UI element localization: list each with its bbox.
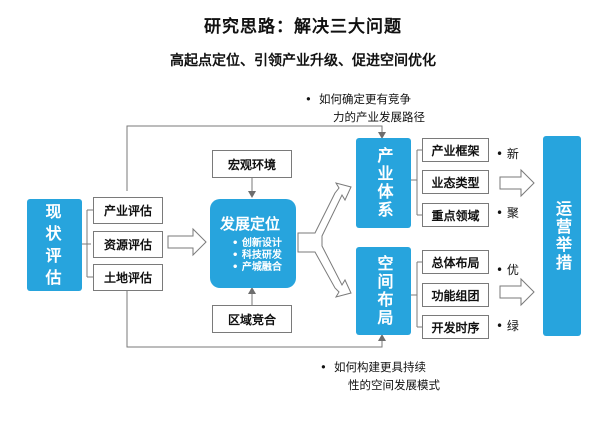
box-label: 产业框架	[431, 143, 480, 158]
principle-item: • 绿	[496, 317, 519, 334]
macro-environment-box: 宏观环境	[212, 150, 292, 178]
principle-item: • 聚	[496, 204, 519, 221]
industry-system-block: 产业体系	[356, 138, 411, 228]
box-label: 宏观环境	[227, 157, 276, 172]
box-label: 业态类型	[431, 175, 480, 190]
note-line: 如何构建更具持续	[334, 360, 426, 374]
spatial-layout-block: 空间布局	[356, 247, 411, 335]
principle-label: 聚	[506, 206, 519, 220]
principle-label: 绿	[506, 319, 519, 333]
box-label: 开发时序	[431, 320, 480, 335]
box-label: 功能组团	[431, 288, 480, 303]
bullet-icon: •	[496, 147, 504, 161]
box-label: 总体布局	[431, 255, 480, 270]
core-item-label: 产城融合	[241, 262, 282, 273]
page-title: 研究思路：解决三大问题	[204, 17, 402, 37]
bullet-icon: •	[232, 262, 239, 273]
bullet-icon: •	[320, 360, 327, 374]
note-line: 力的产业发展路径	[333, 110, 425, 124]
operation-measures-block: 运营举措	[543, 136, 581, 336]
development-sequence-box: 开发时序	[422, 315, 489, 339]
industry-framework-box: 产业框架	[422, 138, 489, 162]
bullet-icon: •	[496, 206, 504, 220]
page-subtitle: 高起点定位、引领产业升级、促进空间优化	[170, 53, 436, 69]
functional-cluster-box: 功能组团	[422, 283, 489, 307]
note-line: 如何确定更有竞争	[319, 92, 411, 106]
status-assessment-block: 现状评估	[27, 199, 82, 291]
industry-evaluation-box: 产业评估	[93, 197, 163, 224]
core-item-label: 创新设计	[241, 238, 282, 249]
box-label: 土地评估	[103, 271, 152, 285]
top-question-note: • 如何确定更有竞争 力的产业发展路径	[305, 90, 425, 126]
development-positioning-label: 发展定位	[220, 215, 281, 233]
core-item: • 产城融合	[232, 262, 282, 274]
bullet-icon: •	[496, 263, 504, 277]
status-assessment-label: 现状评估	[45, 202, 64, 287]
key-field-box: 重点领域	[422, 203, 489, 227]
principle-item: • 新	[496, 145, 519, 162]
operation-measures-label: 运营举措	[553, 200, 572, 272]
bullet-icon: •	[232, 238, 239, 249]
principle-item: • 优	[496, 261, 519, 278]
development-positioning-block: 发展定位 • 创新设计 • 科技研发 • 产城融合	[210, 199, 296, 288]
principle-label: 优	[506, 263, 519, 277]
bottom-question-note: • 如何构建更具持续 性的空间发展模式	[320, 358, 440, 394]
box-label: 资源评估	[103, 238, 152, 252]
land-evaluation-box: 土地评估	[93, 264, 163, 291]
core-item-label: 科技研发	[241, 250, 282, 261]
box-label: 产业评估	[103, 204, 152, 218]
note-line: 性的空间发展模式	[348, 378, 440, 392]
bullet-icon: •	[496, 319, 504, 333]
box-label: 区域竞合	[227, 312, 276, 327]
regional-competition-box: 区域竞合	[212, 305, 292, 333]
bullet-icon: •	[305, 92, 312, 106]
spatial-layout-label: 空间布局	[374, 255, 394, 327]
box-label: 重点领域	[431, 208, 480, 223]
overall-layout-box: 总体布局	[422, 250, 489, 274]
business-type-box: 业态类型	[422, 170, 489, 194]
principle-label: 新	[506, 147, 519, 161]
core-item: • 创新设计	[232, 238, 282, 250]
core-item: • 科技研发	[232, 250, 282, 262]
industry-system-label: 产业体系	[374, 147, 394, 219]
bullet-icon: •	[232, 250, 239, 261]
resource-evaluation-box: 资源评估	[93, 231, 163, 258]
